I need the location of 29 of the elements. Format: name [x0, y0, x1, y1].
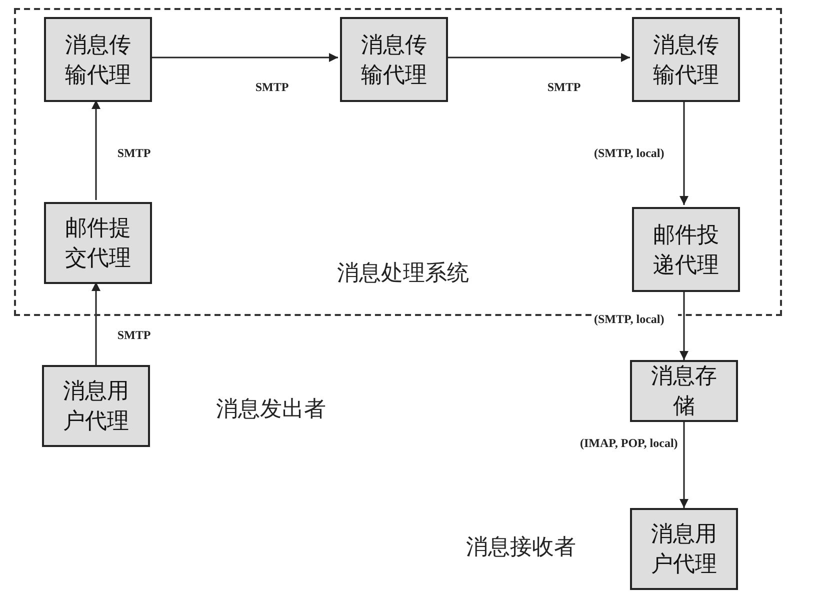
role-label: 消息接收者	[466, 533, 576, 561]
system-boundary	[14, 8, 782, 316]
arrow	[92, 100, 100, 200]
box-label: 消息用户代理	[62, 377, 130, 435]
arrow	[680, 422, 688, 508]
edge-label: (SMTP, local)	[594, 312, 678, 327]
arrow	[446, 53, 630, 62]
box-label: 消息传输代理	[652, 30, 720, 88]
process-box	[44, 17, 152, 102]
process-box	[44, 202, 152, 284]
box-label: 消息用户代理	[650, 520, 718, 578]
role-label: 消息发出者	[216, 395, 326, 423]
arrow	[680, 290, 688, 360]
box-label: 消息传输代理	[64, 30, 132, 88]
group-label: 消息处理系统	[337, 259, 469, 287]
arrow	[92, 282, 100, 365]
arrow	[680, 100, 688, 205]
process-box	[42, 365, 150, 447]
process-box	[632, 17, 740, 102]
box-label: 邮件提交代理	[64, 214, 132, 272]
box-label: 邮件投递代理	[652, 220, 720, 278]
arrow	[150, 53, 338, 62]
edge-label: (IMAP, POP, local)	[580, 436, 678, 451]
process-box	[630, 508, 738, 590]
process-box	[630, 360, 738, 422]
process-box	[632, 207, 740, 292]
process-box	[340, 17, 448, 102]
box-label: 消息存储	[650, 362, 718, 420]
box-label: 消息传输代理	[360, 30, 428, 88]
